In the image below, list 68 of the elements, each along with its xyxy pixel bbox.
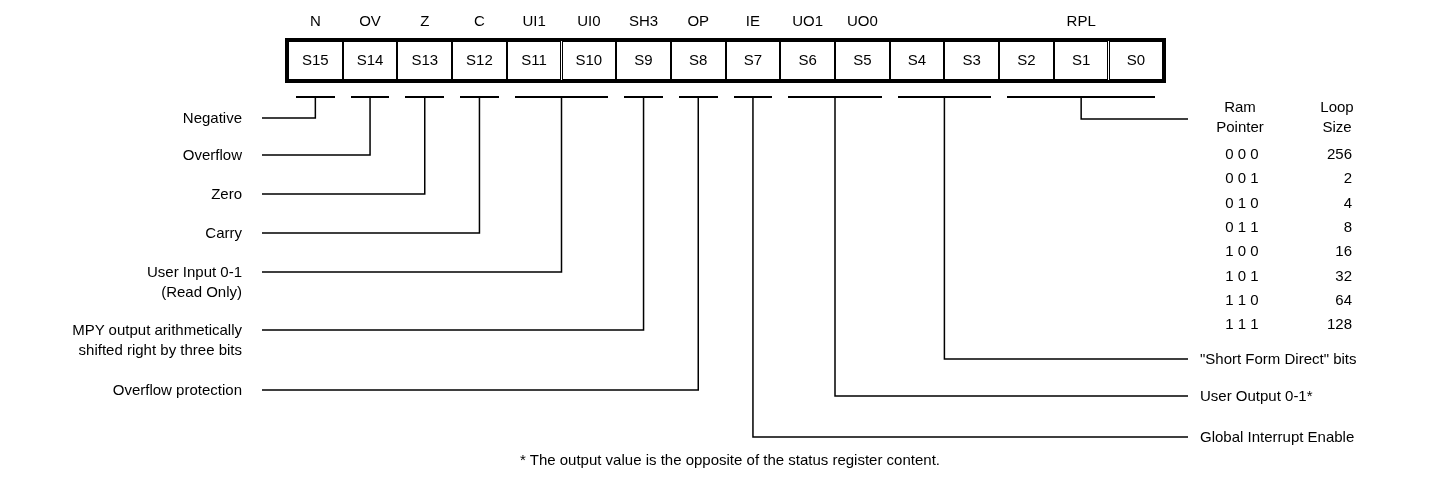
register-bit-cell: S11	[506, 41, 562, 80]
leader-line	[943, 97, 1189, 360]
register-bit-cell: S14	[342, 41, 398, 80]
field-description: Carry	[204, 223, 242, 243]
table-cell-text: 32	[1334, 265, 1352, 286]
register-bit-cell: S2	[999, 41, 1054, 80]
field-description: User Output 0-1*	[1200, 386, 1313, 406]
field-description: Negative	[181, 108, 242, 128]
table-cell-text: 8	[1342, 216, 1352, 237]
leader-line	[261, 97, 699, 391]
field-label: RPL	[1065, 11, 1097, 31]
field-description: Global Interrupt Enable	[1200, 427, 1355, 447]
field-description: User Input 0-1 (Read Only)	[145, 262, 242, 302]
table-cell-text: 0 1 1	[1224, 216, 1260, 237]
register-bit-cell: S4	[889, 41, 945, 80]
field-description: Zero	[210, 184, 242, 204]
leader-line	[261, 97, 317, 119]
field-label: UO0	[845, 11, 879, 31]
table-cell-text: 16	[1334, 241, 1352, 262]
table-cell-text: 2	[1342, 168, 1352, 189]
field-label: UI1	[521, 11, 547, 31]
field-label: OV	[358, 11, 382, 31]
table-cell-text: 1 1 0	[1224, 289, 1260, 310]
field-label: N	[308, 11, 322, 31]
register-bit-cell: S15	[288, 41, 343, 80]
table-cell-text: 64	[1334, 289, 1352, 310]
register-bit-cell: S7	[725, 41, 781, 80]
column-heading: Loop Size	[1319, 97, 1355, 137]
field-label: IE	[744, 11, 762, 31]
footnote: * The output value is the opposite of the status register content.	[520, 450, 940, 470]
field-description: Overflow	[181, 145, 242, 165]
register-bit-cell: S12	[452, 41, 507, 80]
leader-line	[834, 97, 1189, 397]
field-label: SH3	[627, 11, 660, 31]
table-cell-text: 4	[1342, 192, 1352, 213]
table-cell-text: 0 1 0	[1224, 192, 1260, 213]
register-bit-cell: S3	[944, 41, 1000, 80]
register-bit-cell: S0	[1108, 41, 1164, 80]
field-label: UI0	[576, 11, 602, 31]
leader-line	[752, 97, 1189, 438]
register-bit-cell: S10	[561, 41, 617, 80]
register-bit-cell: S9	[616, 41, 671, 80]
leader-line	[1080, 97, 1189, 120]
leader-line	[261, 97, 481, 234]
field-description: MPY output arithmetically shifted right by three bits	[71, 320, 242, 360]
register-bit-cell: S5	[835, 41, 890, 80]
table-cell-text: 1 0 1	[1224, 265, 1260, 286]
field-description: Overflow protection	[111, 380, 242, 400]
table-cell-text: 128	[1325, 314, 1352, 335]
table-cell-text: 0 0 1	[1224, 168, 1260, 189]
register-bit-cell: S8	[670, 41, 726, 80]
field-label: OP	[686, 11, 711, 31]
register-bit-cell: S1	[1053, 41, 1109, 80]
table-cell-text: 1 0 0	[1224, 241, 1260, 262]
field-label: UO1	[791, 11, 825, 31]
leader-line	[261, 97, 645, 331]
field-label: C	[473, 11, 486, 31]
table-cell-text: 1 1 1	[1224, 314, 1260, 335]
register-bit-cell: S13	[397, 41, 453, 80]
field-label: Z	[419, 11, 431, 31]
register-bit-cell: S6	[780, 41, 835, 80]
table-cell-text: 0 0 0	[1224, 144, 1260, 164]
leader-line	[261, 97, 371, 156]
column-heading: Ram Pointer	[1215, 97, 1265, 137]
leader-line	[261, 97, 563, 273]
table-cell-text: 256	[1325, 144, 1352, 164]
field-description: "Short Form Direct" bits	[1200, 349, 1357, 369]
leader-line	[261, 97, 426, 195]
